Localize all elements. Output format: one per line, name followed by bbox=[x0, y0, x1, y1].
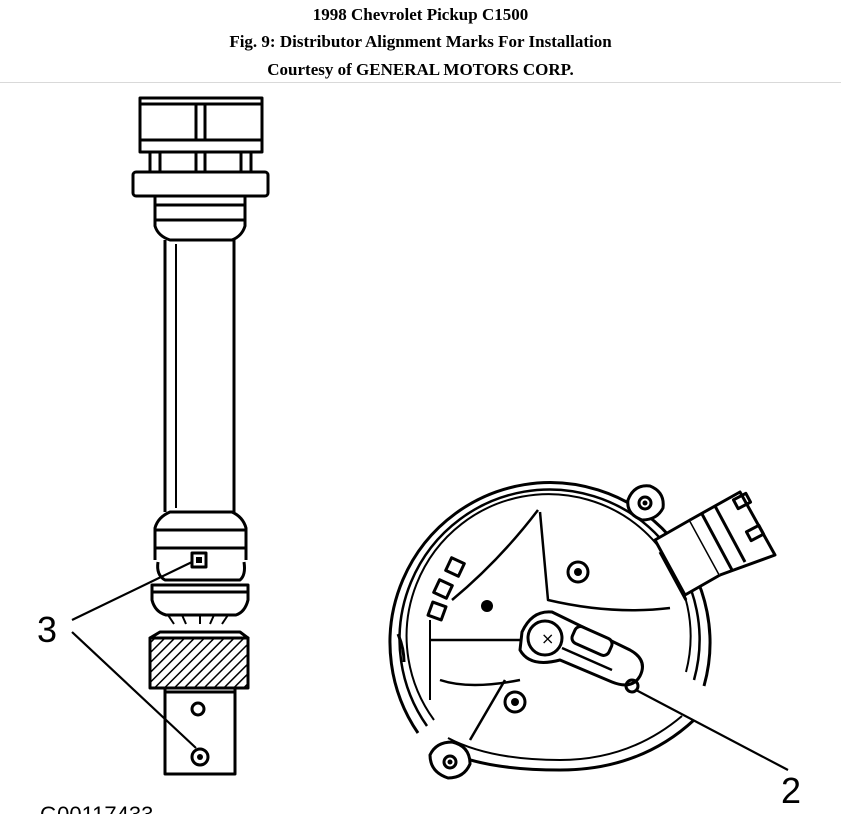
gear-alignment-hole bbox=[190, 747, 210, 767]
figure-id: G00117433 bbox=[40, 802, 153, 814]
figure-title: Fig. 9: Distributor Alignment Marks For … bbox=[229, 32, 612, 51]
drive-gear bbox=[148, 636, 250, 690]
shaft-coupling bbox=[150, 583, 250, 617]
module-pad-3 bbox=[426, 600, 448, 622]
distributor-shaft bbox=[131, 96, 270, 776]
vehicle-title: 1998 Chevrolet Pickup C1500 bbox=[312, 5, 529, 24]
distributor-connector bbox=[653, 490, 777, 601]
courtesy-line: Courtesy of GENERAL MOTORS CORP. bbox=[267, 60, 574, 79]
rotor-hub bbox=[526, 619, 564, 657]
shaft-upper-collar bbox=[153, 194, 247, 242]
distributor-diagram: 3 × bbox=[37, 96, 801, 814]
callout-3-label: 3 bbox=[37, 609, 57, 650]
module-pad-1 bbox=[444, 556, 466, 578]
screw-lower bbox=[503, 690, 527, 714]
shaft-top-band bbox=[138, 138, 264, 154]
header-divider bbox=[0, 82, 841, 83]
figure-header: 1998 Chevrolet Pickup C1500 Fig. 9: Dist… bbox=[0, 0, 841, 82]
callout-3-leaders bbox=[71, 561, 197, 749]
screw-upper bbox=[566, 560, 590, 584]
rotor-alignment-mark: × bbox=[541, 629, 554, 648]
callout-2-label: 2 bbox=[781, 770, 801, 811]
shaft-gear-end bbox=[163, 686, 237, 776]
rotor-tip-mark bbox=[624, 678, 640, 694]
shaft-mount-flange bbox=[131, 170, 270, 198]
callout-2-leader bbox=[635, 689, 789, 771]
module-pad-2 bbox=[432, 578, 454, 600]
screw-small bbox=[481, 600, 493, 612]
distributor-top-view: × bbox=[388, 481, 777, 780]
